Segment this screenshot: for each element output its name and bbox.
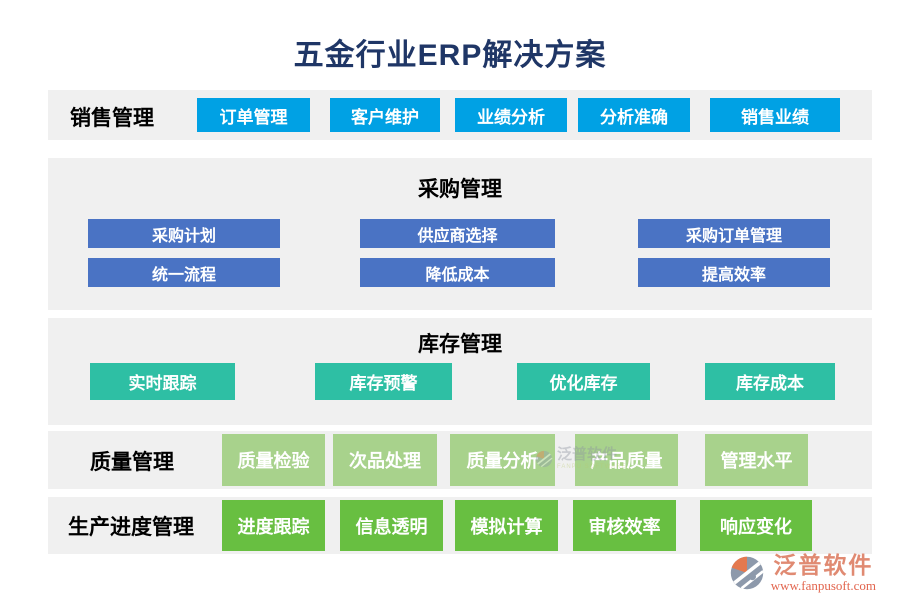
sales-section-label: 销售管理 <box>70 107 154 130</box>
production-box-progress-tracking: 进度跟踪 <box>222 500 325 551</box>
page-title: 五金行业ERP解决方案 <box>293 39 607 72</box>
purchase-box-cost-reduction: 降低成本 <box>360 258 555 287</box>
section-purchase: 采购管理 采购计划 供应商选择 采购订单管理 统一流程 降低成本 提高效率 <box>48 158 872 310</box>
purchase-box-efficiency-improvement: 提高效率 <box>638 258 830 287</box>
quality-box-quality-inspection: 质量检验 <box>222 434 325 486</box>
purchase-box-unified-process: 统一流程 <box>88 258 280 287</box>
production-section-label: 生产进度管理 <box>68 516 194 539</box>
quality-box-management-level: 管理水平 <box>705 434 808 486</box>
logo-website-url: www.fanpusoft.com <box>770 578 876 593</box>
fanpu-logo-icon <box>730 556 764 590</box>
production-box-change-response: 响应变化 <box>700 500 812 551</box>
quality-box-defect-handling: 次品处理 <box>333 434 437 486</box>
sales-box-performance-analysis: 业绩分析 <box>455 98 567 132</box>
inventory-box-stock-optimization: 优化库存 <box>517 363 650 400</box>
quality-box-product-quality: 产品质量 <box>575 434 678 486</box>
sales-box-order-management: 订单管理 <box>197 98 310 132</box>
sales-box-customer-maintenance: 客户维护 <box>330 98 440 132</box>
production-box-review-efficiency: 审核效率 <box>573 500 676 551</box>
section-sales: 销售管理 订单管理 客户维护 业绩分析 分析准确 销售业绩 <box>48 90 872 140</box>
section-quality: 质量管理 质量检验 次品处理 质量分析 产品质量 管理水平 <box>48 431 872 489</box>
inventory-box-stock-alert: 库存预警 <box>315 363 452 400</box>
logo-company-name: 泛普软件 <box>773 553 874 578</box>
purchase-box-supplier-selection: 供应商选择 <box>360 219 555 248</box>
production-box-simulation-calculation: 模拟计算 <box>455 500 558 551</box>
purchase-section-title: 采购管理 <box>418 178 502 201</box>
sales-box-accurate-analysis: 分析准确 <box>578 98 690 132</box>
fanpu-logo: 泛普软件 www.fanpusoft.com <box>729 554 876 592</box>
quality-box-quality-analysis: 质量分析 <box>450 434 555 486</box>
purchase-box-purchase-order-management: 采购订单管理 <box>638 219 830 248</box>
inventory-box-realtime-tracking: 实时跟踪 <box>90 363 235 400</box>
section-production: 生产进度管理 进度跟踪 信息透明 模拟计算 审核效率 响应变化 <box>48 497 872 554</box>
purchase-box-purchase-plan: 采购计划 <box>88 219 280 248</box>
inventory-box-stock-cost: 库存成本 <box>705 363 835 400</box>
production-box-information-transparency: 信息透明 <box>340 500 443 551</box>
inventory-section-title: 库存管理 <box>418 333 502 356</box>
section-inventory: 库存管理 实时跟踪 库存预警 优化库存 库存成本 <box>48 318 872 425</box>
sales-box-sales-performance: 销售业绩 <box>710 98 840 132</box>
quality-section-label: 质量管理 <box>90 451 174 474</box>
